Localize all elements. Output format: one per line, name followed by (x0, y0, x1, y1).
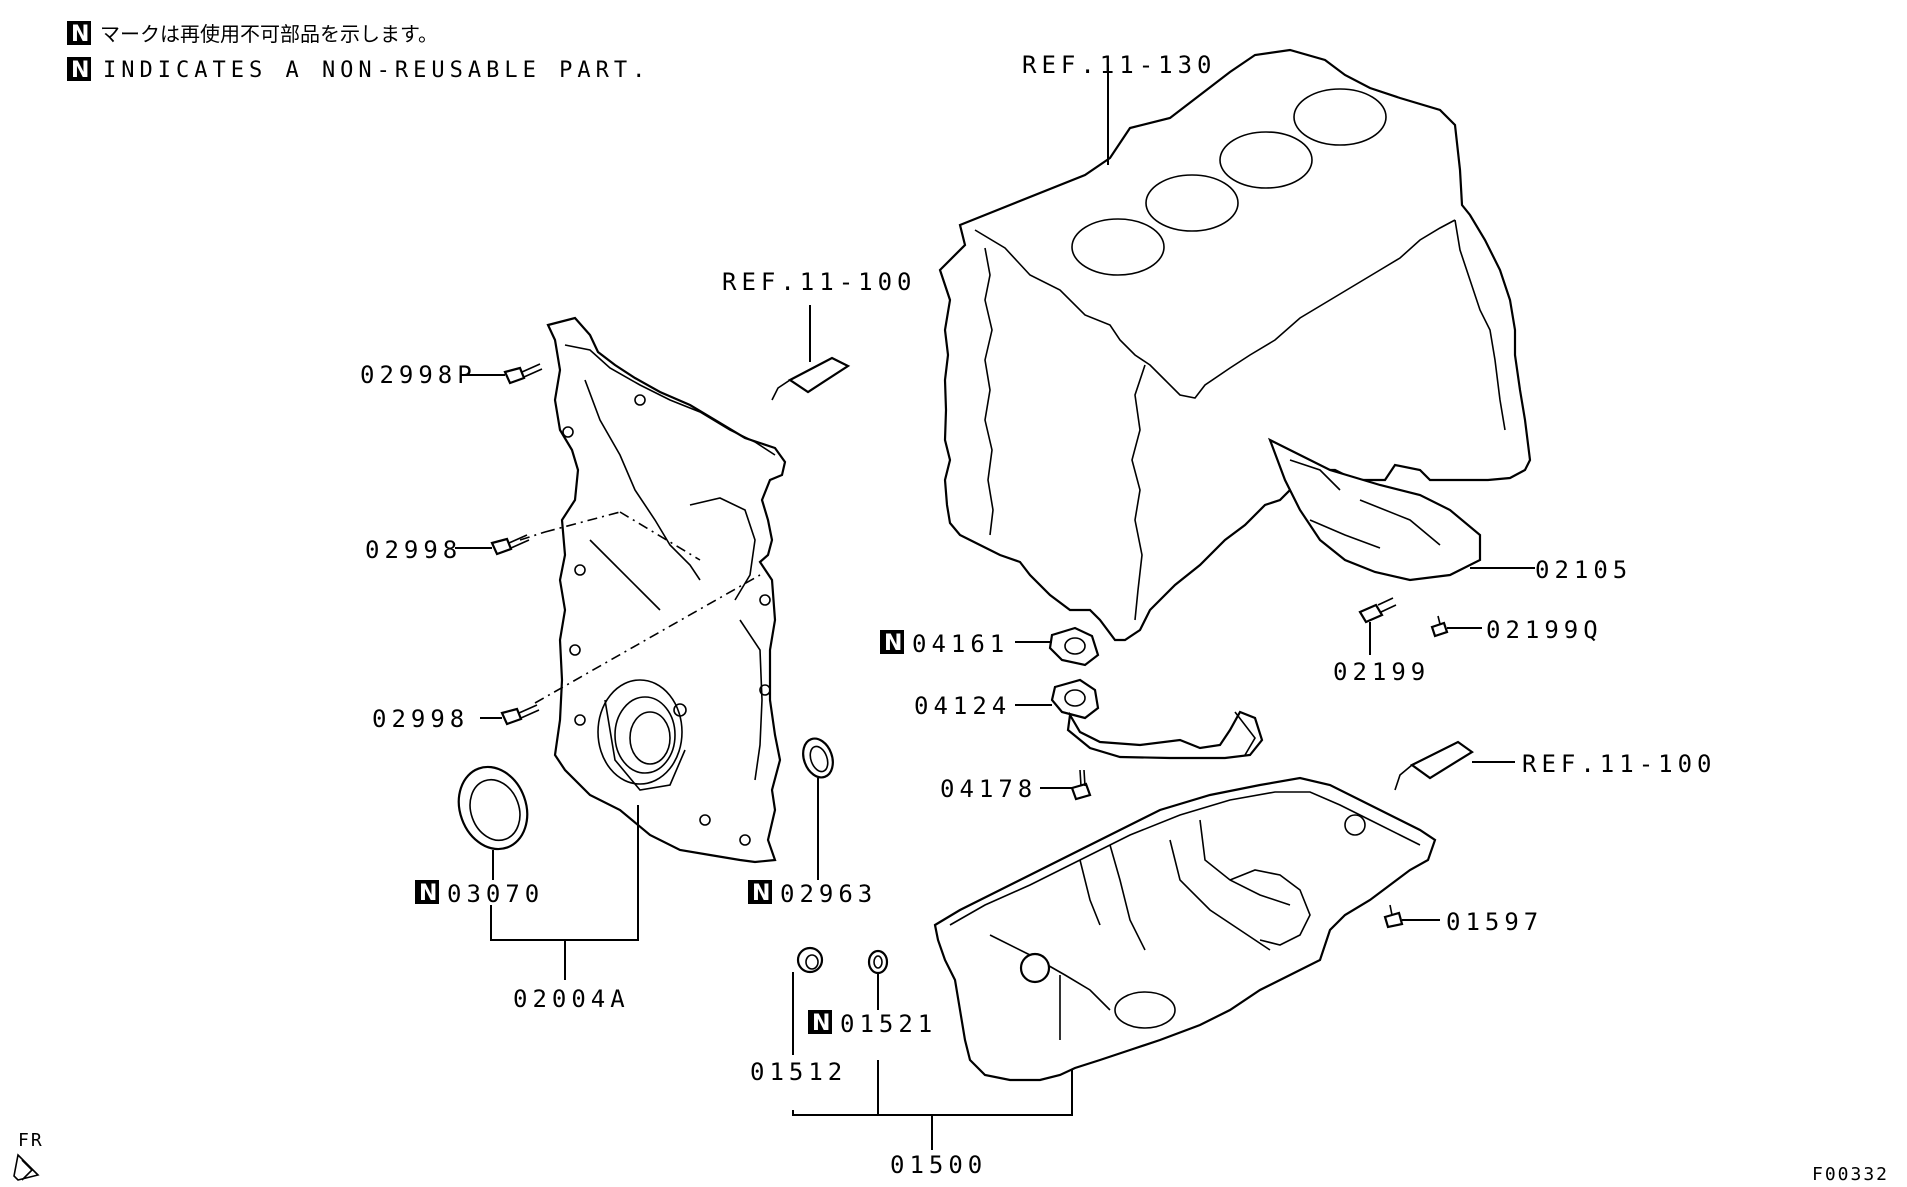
part-labels: REF.11-130 REF.11-100 REF.11-100 02998P … (360, 51, 1717, 1179)
label-01521: 01521 (840, 1010, 937, 1038)
front-cover-illustration (546, 316, 787, 864)
direction-label: FR (18, 1130, 44, 1151)
badge-box-03070 (415, 880, 439, 904)
bolt-02998-upper-illustration (490, 534, 530, 556)
figure-code: F00332 (1812, 1164, 1889, 1185)
badge-04161: N (884, 631, 902, 656)
label-01500: 01500 (890, 1151, 987, 1179)
label-04161: 04161 (912, 630, 1009, 658)
label-ref-sealant-lower: REF.11-100 (1522, 750, 1717, 778)
sealant-tube-lower-illustration (1394, 740, 1474, 791)
legend: N マークは再使用不可部品を示します。 N INDICATES A NON-RE… (67, 21, 650, 83)
legend-badge-box-2 (67, 57, 91, 81)
direction-arrow-icon (13, 1153, 40, 1181)
legend-text-en: INDICATES A NON-REUSABLE PART. (103, 58, 650, 83)
cylinder-block-illustration (938, 48, 1532, 642)
badge-03070: N (419, 881, 437, 906)
gasket-04161-illustration (1048, 626, 1100, 667)
crank-seal-03070-illustration (457, 765, 529, 851)
baffle-plate-02105-illustration (1267, 437, 1482, 582)
alignment-dashed-line-upper (519, 511, 701, 561)
bolt-02998p-illustration (503, 363, 543, 385)
badge-box-04161 (880, 630, 904, 654)
legend-badge-2: N (71, 58, 89, 83)
badge-02963: N (752, 881, 770, 906)
bolt-02199-illustration (1358, 597, 1397, 624)
badge-01521: N (812, 1011, 830, 1036)
label-ref-sealant-upper: REF.11-100 (722, 268, 917, 296)
label-02199q: 02199Q (1486, 616, 1603, 644)
legend-badge-1: N (71, 22, 89, 47)
label-02998-upper: 02998 (365, 536, 462, 564)
label-02963: 02963 (780, 880, 877, 908)
badge-box-01521 (808, 1010, 832, 1034)
label-03070: 03070 (447, 880, 544, 908)
oil-strainer-04124-illustration (1050, 678, 1264, 760)
label-02998p: 02998P (360, 361, 477, 389)
label-04124: 04124 (914, 692, 1011, 720)
bolt-02998-lower-illustration (500, 704, 540, 726)
oil-pan-01500-illustration (933, 776, 1437, 1082)
drain-plug-01512-illustration (796, 946, 824, 974)
badge-box-02963 (748, 880, 772, 904)
washer-01521-illustration (867, 949, 889, 975)
label-02105: 02105 (1535, 556, 1632, 584)
label-01512: 01512 (750, 1058, 847, 1086)
label-02004a: 02004A (513, 985, 630, 1013)
bolt-01597-illustration (1383, 904, 1404, 929)
label-02998-lower: 02998 (372, 705, 469, 733)
label-01597: 01597 (1446, 908, 1543, 936)
label-04178: 04178 (940, 775, 1037, 803)
sealant-tube-upper-illustration (771, 356, 851, 401)
bolt-04178-illustration (1070, 769, 1092, 801)
front-direction-indicator: FR (13, 1130, 44, 1181)
legend-badge-box-1 (67, 21, 91, 45)
label-02199: 02199 (1333, 658, 1430, 686)
seal-02963-illustration (802, 737, 834, 779)
leader-lines (455, 65, 1535, 1150)
legend-text-jp: マークは再使用不可部品を示します。 (100, 22, 438, 46)
bolt-02199q-illustration (1430, 615, 1449, 638)
label-ref-block: REF.11-130 (1022, 51, 1217, 79)
